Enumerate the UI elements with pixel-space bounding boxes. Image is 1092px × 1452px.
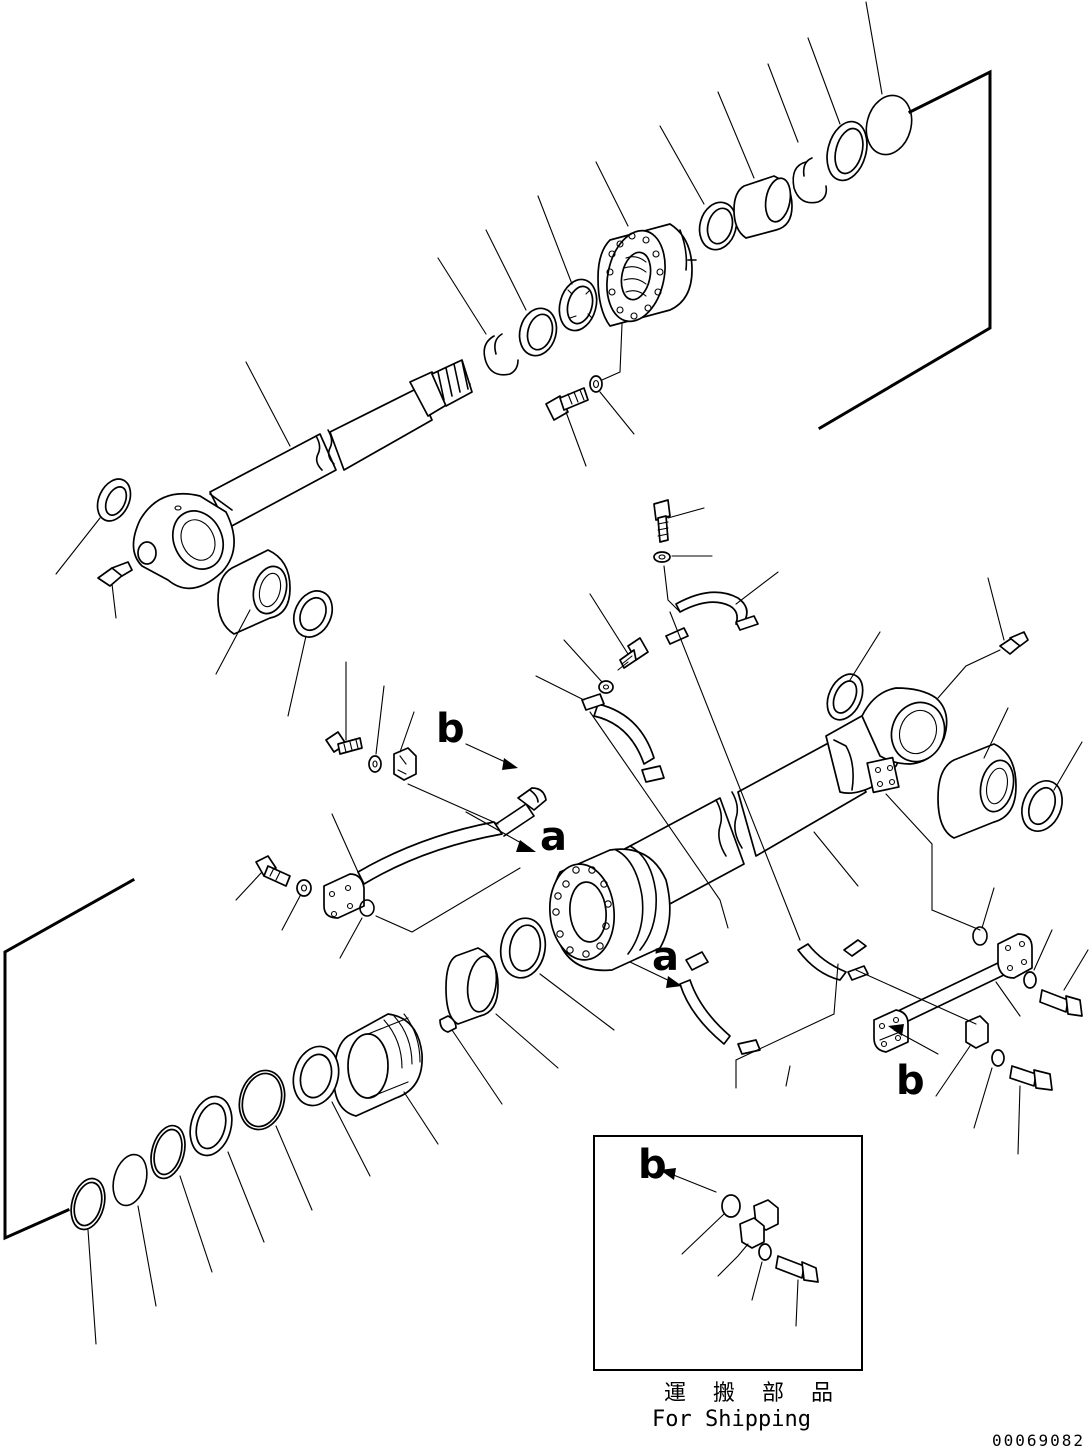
retaining-ring-rod [484, 334, 518, 375]
head-set-screw [440, 1016, 456, 1032]
pipe-clamp-half [966, 1016, 988, 1048]
piston-set-bolt [546, 388, 588, 420]
piston-ring-1 [694, 198, 741, 254]
callout-a-middle: a [540, 814, 567, 860]
pipe-washer-right-top [1024, 972, 1036, 988]
shipping-washer [759, 1244, 771, 1260]
head-ring-2 [233, 1065, 291, 1134]
clamp-bolt-middle [618, 638, 648, 670]
head-bushing [446, 948, 500, 1024]
callout-b-inset: b [638, 1142, 667, 1188]
grease-fitting-rod [98, 562, 132, 586]
leader-lines-upper [56, 2, 882, 716]
shipping-bolt [776, 1256, 818, 1282]
connection-lines-lower [376, 566, 980, 1088]
pipe-clamp-middle [582, 694, 664, 782]
cylinder-tube-assembly [546, 632, 1069, 970]
shipping-clamp-halves [740, 1200, 778, 1248]
pipe-clamp-lower-right [798, 940, 868, 980]
shipping-parts-inset: b [594, 1136, 862, 1370]
hydraulic-hose [358, 788, 546, 884]
leader-lines-lower [88, 508, 1088, 1344]
piston-rod-assembly [91, 90, 918, 643]
hose-bolt-left [326, 732, 362, 754]
head-wear-ring-large [496, 915, 550, 982]
inset-caption-en: For Shipping [652, 1407, 811, 1432]
callout-b-lower: b [896, 1058, 925, 1104]
o-ring-piston [860, 90, 918, 159]
group-bracket-lower [5, 880, 133, 1238]
piston-rod [210, 360, 472, 528]
piston-set-bolt-leader [602, 324, 622, 380]
dust-seal-tube-top [820, 668, 869, 725]
dust-seal-rod-eye [91, 474, 137, 527]
pipe-bolt-right-bottom [1010, 1066, 1052, 1090]
head-ring-4 [146, 1122, 191, 1182]
group-bracket-upper [820, 72, 990, 428]
callout-b-upper: b [436, 706, 465, 752]
grease-fitting-tube [1000, 632, 1028, 654]
flange-washer-left [297, 880, 311, 896]
hose-washer-left [369, 756, 381, 772]
washer-piston [590, 376, 602, 392]
hose-clamp-half [394, 748, 416, 780]
piston [598, 224, 696, 327]
flange-bolt-left [256, 856, 290, 886]
pipe-bolt-right-top [1040, 990, 1082, 1016]
grease-fitting-tube-leader [938, 650, 1000, 698]
inset-caption-jp: 運 搬 部 品 [664, 1381, 843, 1406]
o-ring-hose-flange [360, 900, 374, 916]
dust-seal-bushing [287, 585, 340, 644]
head-seal-stack [334, 1014, 422, 1116]
head-o-ring [108, 1151, 152, 1210]
nut-ring [554, 275, 602, 335]
clamp-washer-middle [599, 681, 613, 693]
hydraulic-pipe [900, 934, 1032, 1022]
dust-seal-tube-end [1015, 775, 1070, 837]
inset-leader-lines [682, 1214, 798, 1326]
cushion-ring [514, 304, 561, 360]
callout-arrows [466, 744, 938, 1192]
hose-flange-left [324, 874, 364, 918]
pipe-washer-right-bottom [992, 1050, 1004, 1066]
rod-eye [133, 494, 234, 589]
pipe-flange-right [874, 1010, 908, 1052]
clamp-washer-top [654, 552, 670, 562]
drawing-code: 00069082 [992, 1431, 1085, 1450]
pipe-clamp-upper [666, 592, 758, 644]
piston-seal [821, 117, 873, 185]
backup-ring [793, 158, 826, 203]
clamp-bolt-top [654, 500, 670, 542]
shipping-plug [722, 1195, 740, 1217]
inset-frame [594, 1136, 862, 1370]
bushing-rod-eye [218, 550, 292, 634]
head-seal-1 [287, 1041, 345, 1110]
callout-a-lower: a [652, 934, 679, 980]
bushing-tube-end [938, 744, 1018, 838]
head-ring-3 [184, 1092, 238, 1160]
head-backup-ring [66, 1175, 110, 1234]
wear-ring [734, 176, 794, 238]
pipe-clamp-lower-left [680, 952, 760, 1054]
o-ring-pipe-flange [973, 927, 987, 945]
cylinder-head [546, 846, 670, 970]
